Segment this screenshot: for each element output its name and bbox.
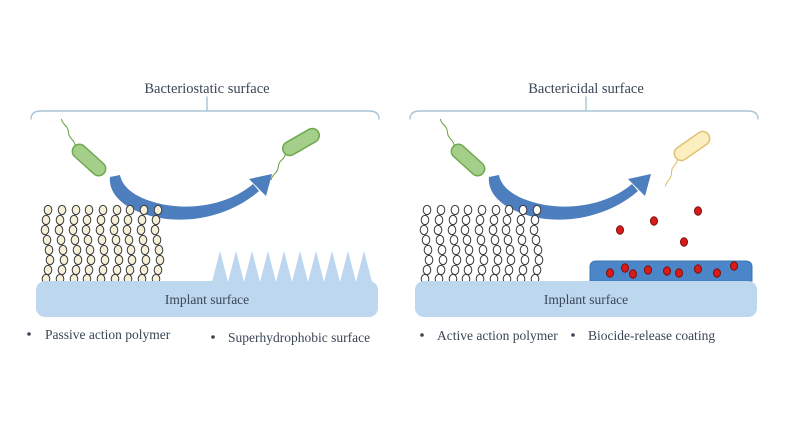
- panel-bactericidal: Bactericidal surface: [409, 81, 759, 343]
- legend-item: Biocide-release coating: [571, 328, 715, 343]
- legend-item: Superhydrophobic surface: [211, 330, 370, 345]
- implant-surface-bar: [415, 281, 757, 317]
- biocide-dot-icon: [680, 237, 688, 247]
- implant-surface-label: Implant surface: [165, 292, 249, 307]
- biocide-dot-icon: [644, 265, 652, 275]
- legend-item: Active action polymer: [420, 328, 558, 343]
- bounce-arrow-icon: [488, 174, 651, 220]
- legend-label: Passive action polymer: [45, 327, 171, 342]
- panel-title: Bacteriostatic surface: [144, 81, 269, 97]
- bacterium-flagellum: [655, 157, 688, 188]
- panel-bracket: [30, 96, 380, 120]
- bacterium-body: [447, 140, 489, 180]
- live-bacterium-icon: [53, 118, 110, 180]
- biocide-dot-icon: [606, 268, 614, 278]
- biocide-dot-icon: [694, 264, 702, 274]
- biocide-dot-icon: [694, 206, 702, 216]
- biocide-dots-in-coating: [606, 261, 738, 279]
- bullet-icon: [420, 333, 424, 337]
- panel-title: Bactericidal surface: [528, 81, 644, 97]
- superhydrophobic-spike-array-icon: [212, 251, 372, 282]
- legend-label: Active action polymer: [437, 328, 558, 343]
- biocide-dot-icon: [713, 268, 721, 278]
- biocide-dot-icon: [663, 266, 671, 276]
- passive-polymer-brush-icon: [41, 205, 164, 283]
- biocide-dot-icon: [621, 263, 629, 273]
- implant-surface-label: Implant surface: [544, 292, 628, 307]
- bacterium-body: [279, 125, 323, 159]
- panel-bacteriostatic: Bacteriostatic surface Implant surface P…: [27, 81, 380, 345]
- active-polymer-brush-icon: [420, 205, 543, 283]
- live-bacterium-icon: [432, 118, 489, 180]
- legend-item: Passive action polymer: [27, 327, 171, 342]
- released-biocide-dots-icon: [616, 206, 702, 247]
- legend-label: Biocide-release coating: [588, 328, 715, 343]
- biocide-dot-icon: [650, 216, 658, 226]
- biocide-dot-icon: [730, 261, 738, 271]
- bullet-icon: [27, 332, 31, 336]
- bullet-icon: [571, 333, 575, 337]
- bacterium-flagellum: [53, 118, 84, 148]
- bacterium-body: [670, 128, 714, 164]
- bacterium-flagellum: [432, 118, 463, 148]
- implant-surface-bar: [36, 281, 378, 317]
- bounce-arrow-icon: [109, 174, 272, 220]
- biocide-dot-icon: [629, 269, 637, 279]
- biocide-dot-icon: [616, 225, 624, 235]
- legend-label: Superhydrophobic surface: [228, 330, 370, 345]
- repelled-live-bacterium-icon: [262, 125, 323, 181]
- bullet-icon: [211, 335, 215, 339]
- biocide-dot-icon: [675, 268, 683, 278]
- killed-bacterium-icon: [655, 128, 714, 188]
- bacterium-body: [68, 140, 110, 180]
- panel-bracket: [409, 96, 759, 120]
